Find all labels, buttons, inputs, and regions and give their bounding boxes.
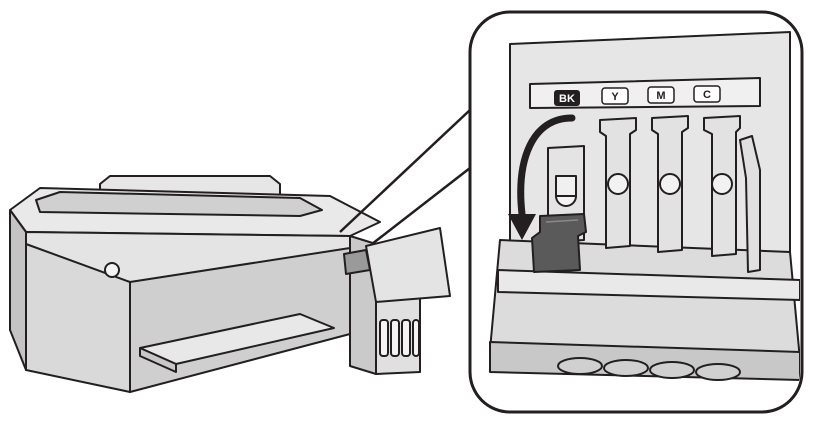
printer-illustration [10, 176, 450, 392]
tank-window-3 [402, 320, 410, 356]
label-y-text: Y [611, 91, 619, 103]
magenta-tank [652, 116, 688, 252]
label-c-text: C [703, 89, 711, 101]
tank-window-1 [380, 320, 388, 356]
printer-side-face [10, 210, 26, 370]
label-c: C [694, 86, 720, 102]
black-tank-nozzle [556, 176, 576, 196]
zoom-detail-panel: BK Y M C [470, 12, 802, 412]
tank-window-2 [391, 320, 399, 356]
power-button-icon [105, 263, 119, 277]
label-bk: BK [554, 90, 580, 106]
tank-caps-small [344, 250, 370, 274]
label-m-text: M [656, 90, 665, 102]
yellow-tank [600, 118, 636, 248]
tank-window-4 [413, 320, 419, 356]
ink-tank-cap-icon [532, 214, 586, 272]
label-bk-text: BK [559, 93, 575, 105]
label-y: Y [602, 88, 628, 104]
label-m: M [648, 87, 674, 103]
